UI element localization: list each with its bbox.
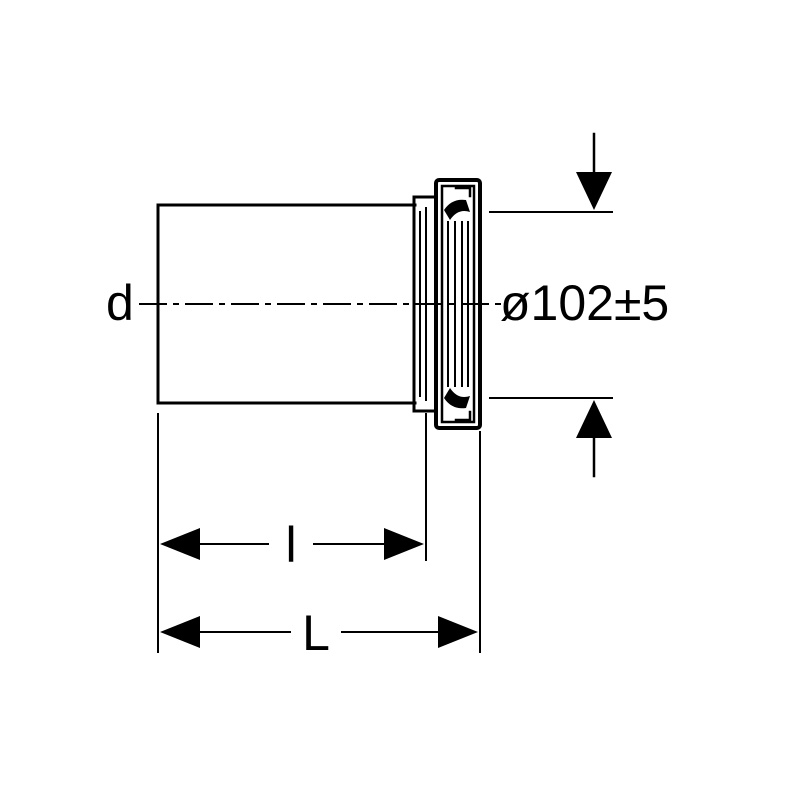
total-length-dimension: L [160,431,481,661]
arrow-down-icon [576,172,612,210]
arrow-left-icon [160,528,200,560]
outer-diameter-label: ø102±5 [500,275,669,331]
arrow-right-icon [438,616,478,648]
diameter-label: d [106,275,134,331]
total-length-label: L [302,605,330,661]
inner-length-label: l [285,517,296,573]
arrow-up-icon [576,400,612,438]
outer-diameter-dimension: ø102±5 [489,132,669,478]
arrow-left-icon [160,616,200,648]
arrow-right-icon [384,528,424,560]
inner-length-dimension: l [157,413,427,653]
